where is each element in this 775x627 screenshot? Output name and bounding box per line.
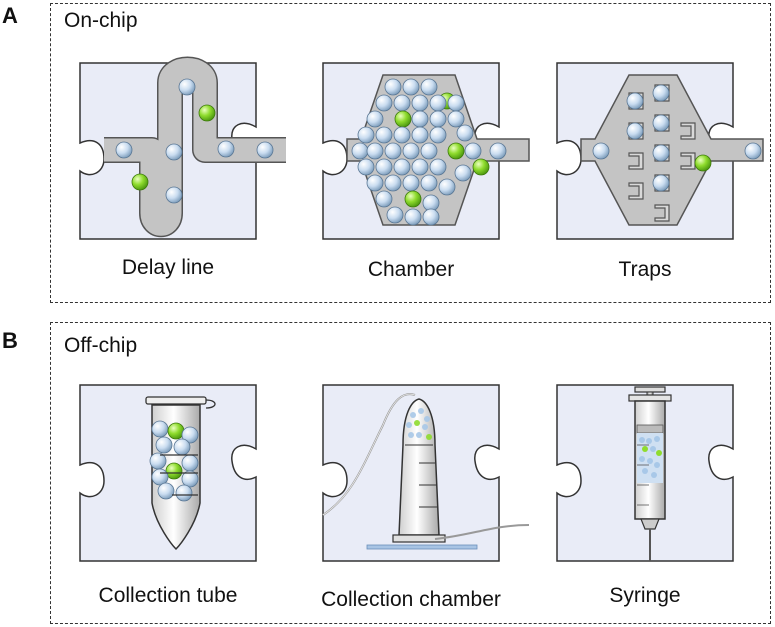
traps-icon [556, 62, 764, 240]
caption-chamber: Chamber [367, 258, 455, 281]
panel-b-letter: B [2, 328, 18, 353]
panel-a-letter: A [2, 3, 18, 28]
chamber-icon [322, 62, 530, 240]
collection-tube-icon [79, 384, 257, 562]
caption-delay-line: Delay line [121, 256, 215, 279]
panel-a-box [50, 3, 771, 303]
caption-syringe: Syringe [609, 584, 681, 607]
collection-chamber-icon [322, 384, 530, 562]
caption-collection-tube: Collection tube [98, 584, 238, 607]
panel-b-title: Off-chip [64, 334, 138, 357]
caption-collection-chamber: Collection chamber [321, 588, 501, 611]
syringe-icon [556, 384, 734, 562]
delay-line-icon [79, 56, 286, 240]
panel-b-box [50, 322, 771, 624]
caption-traps: Traps [618, 258, 672, 281]
panel-a-title: On-chip [64, 9, 138, 32]
